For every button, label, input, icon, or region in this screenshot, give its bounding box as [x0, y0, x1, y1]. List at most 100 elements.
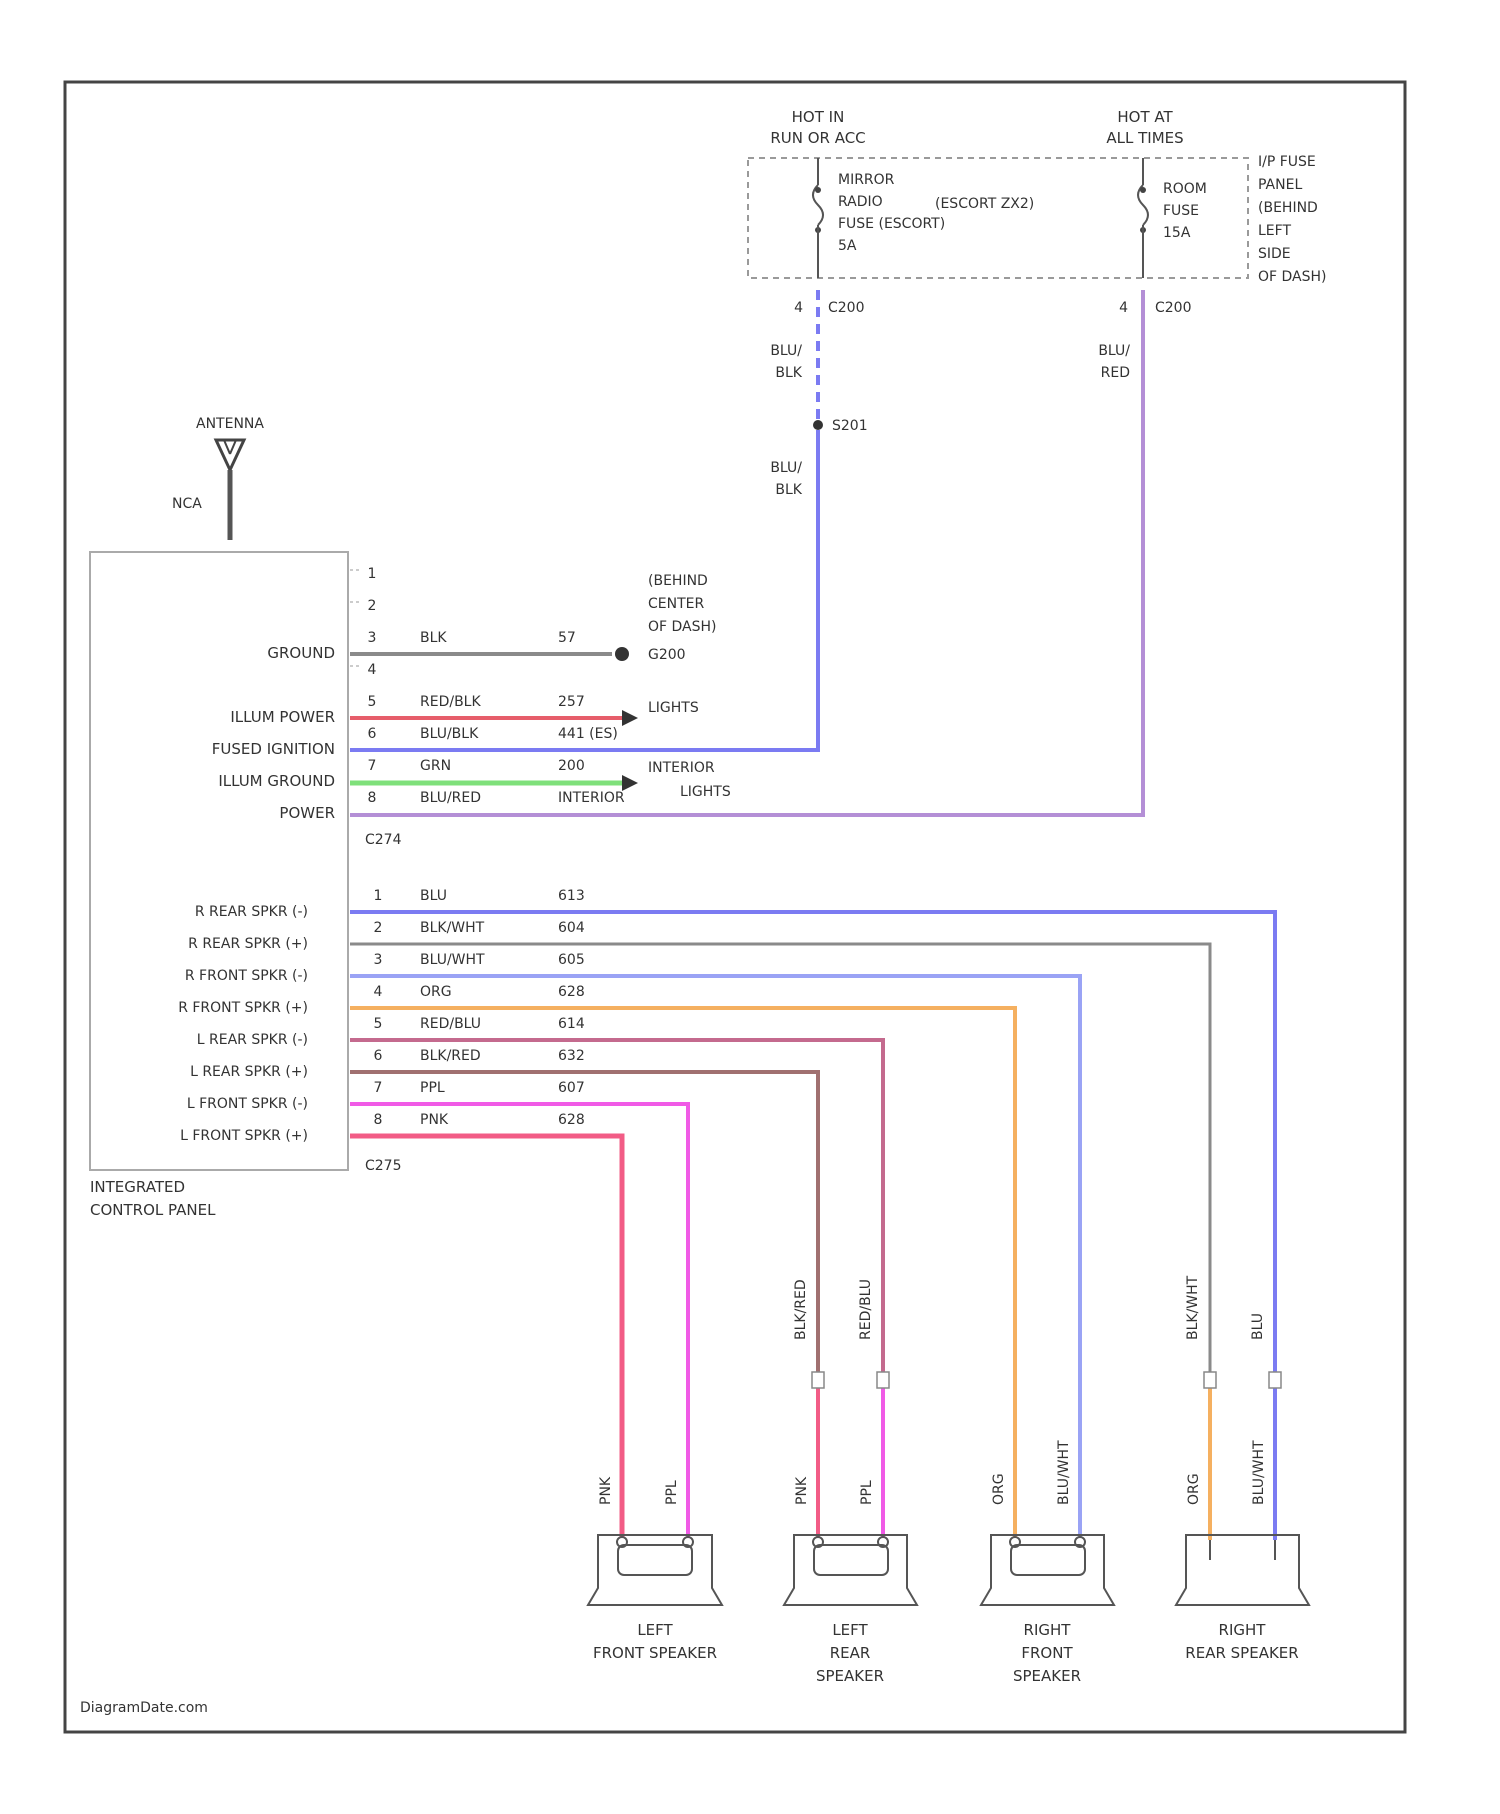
- hot-run-acc-label-1: HOT IN: [792, 108, 845, 126]
- inline-connector: [1269, 1372, 1281, 1388]
- speaker-pin: 8: [374, 1112, 383, 1128]
- antenna-label: ANTENNA: [196, 416, 264, 432]
- speaker-wire-color: PPL: [420, 1080, 445, 1096]
- upper-wire-color: GRN: [420, 758, 451, 774]
- speaker-upper-wire-label: BLU: [1250, 1313, 1266, 1340]
- speaker-pin: 7: [374, 1080, 383, 1096]
- fuse-panel-label-2: PANEL: [1258, 177, 1302, 193]
- upper-circuit-label: FUSED IGNITION: [212, 740, 335, 758]
- upper-wire-color: BLU/BLK: [420, 726, 479, 742]
- upper-wire-color: RED/BLK: [420, 694, 481, 710]
- speaker-pin: 6: [374, 1048, 383, 1064]
- inline-connector: [1204, 1372, 1216, 1388]
- module-name-1: INTEGRATED: [90, 1178, 185, 1196]
- fuse-panel: HOT IN RUN OR ACC HOT AT ALL TIMES MIRRO…: [748, 108, 1327, 316]
- hot-all-times-label-2: ALL TIMES: [1106, 129, 1183, 147]
- arrow-right-icon: [622, 710, 638, 726]
- speaker-name: RIGHT: [1219, 1621, 1267, 1639]
- speaker-pin: 5: [374, 1016, 383, 1032]
- feed-right-color-1: BLU/: [1098, 343, 1130, 359]
- speaker-wire-color: PNK: [420, 1112, 449, 1128]
- speaker-upper-wire-label: RED/BLU: [858, 1279, 874, 1340]
- speaker-wire-label: PPL: [664, 1480, 680, 1505]
- speaker-wire-circuit: 605: [558, 952, 585, 968]
- splice-s201: [813, 420, 823, 430]
- speaker-wire-color: BLK/WHT: [420, 920, 485, 936]
- speaker-wire-label: ORG: [991, 1473, 1007, 1505]
- upper-circuit-label: GROUND: [267, 644, 335, 662]
- ground-point-2: CENTER: [648, 596, 704, 612]
- speaker-wire-color: RED/BLU: [420, 1016, 481, 1032]
- antenna-icon: [216, 440, 244, 470]
- upper-pin: 1: [368, 566, 377, 582]
- antenna: ANTENNA NCA: [172, 416, 264, 540]
- upper-pin: 4: [368, 662, 377, 678]
- room-fuse-pin: 4: [1119, 300, 1128, 316]
- speaker-name: LEFT: [637, 1621, 673, 1639]
- speaker-name: FRONT: [1021, 1644, 1073, 1662]
- upper-pin: 5: [368, 694, 377, 710]
- arrow-right-icon: [622, 775, 638, 791]
- speaker-pin: 2: [374, 920, 383, 936]
- speaker-upper-wire-label: BLK/RED: [793, 1279, 809, 1340]
- upper-circuit-label: ILLUM GROUND: [218, 772, 335, 790]
- interior-lights-2: LIGHTS: [680, 784, 731, 800]
- speaker-circuit-label: L REAR SPKR (+): [190, 1064, 308, 1080]
- speaker-name: REAR: [830, 1644, 871, 1662]
- ground-point-1: (BEHIND: [648, 573, 708, 589]
- radio-fuse-variant: (ESCORT ZX2): [935, 196, 1034, 212]
- speaker-circuit-label: L FRONT SPKR (-): [187, 1096, 308, 1112]
- speaker-circuit-label: R FRONT SPKR (+): [178, 1000, 308, 1016]
- speaker-name: REAR SPEAKER: [1185, 1644, 1298, 1662]
- fuse-panel-label-4: LEFT: [1258, 223, 1291, 239]
- upper-wire-color: BLU/RED: [420, 790, 481, 806]
- room-fuse-line-1: ROOM: [1163, 181, 1207, 197]
- feed-right-color-2: RED: [1101, 365, 1130, 381]
- footer-watermark: DiagramDate.com: [80, 1700, 208, 1716]
- speaker-pin: 4: [374, 984, 383, 1000]
- speaker-wire-color: ORG: [420, 984, 452, 1000]
- upper-pin: 2: [368, 598, 377, 614]
- upper-wire-circuit: 257: [558, 694, 585, 710]
- speaker-wire-label: PNK: [598, 1476, 614, 1505]
- radio-fuse-pin: 4: [794, 300, 803, 316]
- speaker-pin: 3: [374, 952, 383, 968]
- upper-pin: 3: [368, 630, 377, 646]
- upper-pin: 7: [368, 758, 377, 774]
- antenna-nca-label: NCA: [172, 496, 202, 512]
- interior-lights-1: INTERIOR: [648, 760, 715, 776]
- speaker-circuit-label: L FRONT SPKR (+): [180, 1128, 308, 1144]
- fuse-panel-label-1: I/P FUSE: [1258, 154, 1316, 170]
- inline-connector: [812, 1372, 824, 1388]
- speaker-circuit-label: R REAR SPKR (-): [195, 904, 308, 920]
- room-fuse-line-3: 15A: [1163, 225, 1191, 241]
- speaker-wire-circuit: 628: [558, 984, 585, 1000]
- fuse-panel-label-3: (BEHIND: [1258, 200, 1318, 216]
- speaker-wire-label: BLU/WHT: [1056, 1440, 1072, 1505]
- radio-fuse-line-2: RADIO: [838, 194, 883, 210]
- speaker-circuit-label: R REAR SPKR (+): [188, 936, 308, 952]
- feed-upper-color-1: BLU/: [770, 343, 802, 359]
- speaker-circuit-label: R FRONT SPKR (-): [185, 968, 308, 984]
- speakers: LEFT FRONT SPEAKER LEFT REAR SPEAKER RIG…: [588, 1535, 1309, 1685]
- inline-connector: [877, 1372, 889, 1388]
- speaker-name: SPEAKER: [1013, 1667, 1081, 1685]
- speaker-wire-circuit: 607: [558, 1080, 585, 1096]
- upper-wire-circuit: 57: [558, 630, 576, 646]
- speaker-pin: 1: [374, 888, 383, 904]
- speaker-wire-circuit: 604: [558, 920, 585, 936]
- radio-fuse-line-4: 5A: [838, 238, 857, 254]
- right-rear-speaker-icon: [1176, 1535, 1309, 1605]
- speaker-wire-color: BLU: [420, 888, 447, 904]
- splice-label: S201: [832, 418, 868, 434]
- speaker-upper-wire-label: BLK/WHT: [1185, 1275, 1201, 1340]
- speaker-wire-label: PPL: [859, 1480, 875, 1505]
- fuse-panel-label-6: OF DASH): [1258, 269, 1327, 285]
- r-front-spkr-pos-wire: [350, 1008, 1015, 1540]
- speaker-wire-circuit: 614: [558, 1016, 585, 1032]
- left-front-speaker-icon: [588, 1535, 722, 1605]
- room-fuse-line-2: FUSE: [1163, 203, 1199, 219]
- speaker-circuit-label: L REAR SPKR (-): [197, 1032, 308, 1048]
- ground-terminal-icon: [615, 647, 629, 661]
